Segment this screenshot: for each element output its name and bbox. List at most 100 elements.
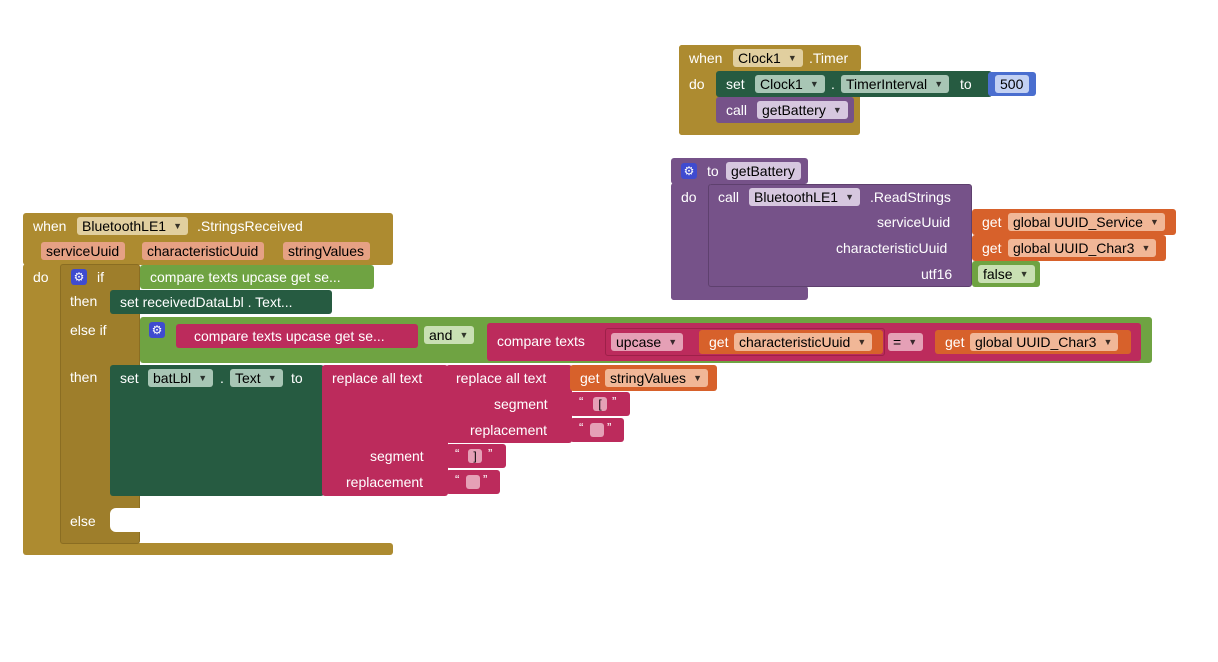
collapsed-set-block[interactable] <box>110 290 332 314</box>
clock-footer <box>679 123 860 135</box>
text-field[interactable]: ] <box>468 449 482 463</box>
clock-component-dropdown[interactable]: Clock1▼ <box>733 49 803 67</box>
compare-texts-label: compare texts <box>497 333 585 349</box>
procedure-dropdown[interactable]: getBattery▼ <box>757 101 848 119</box>
inner-replace-all-block[interactable] <box>446 365 572 443</box>
property-dropdown[interactable]: TimerInterval ▼ <box>841 75 950 93</box>
text-property-dropdown[interactable]: Text ▼ <box>230 369 283 387</box>
replacement-label: replacement <box>470 422 548 438</box>
procedure-body-rail <box>671 183 711 300</box>
number-field[interactable]: 500 <box>995 75 1030 93</box>
empty-text-field[interactable] <box>590 423 604 437</box>
get-keyword: get <box>709 334 729 350</box>
set-keyword: set <box>120 370 139 386</box>
variable-label: global UUID_Char3 <box>975 334 1097 350</box>
segment-label: segment <box>370 448 424 464</box>
boolean-dropdown[interactable]: false ▼ <box>978 265 1035 283</box>
variable-dropdown[interactable]: stringValues ▼ <box>605 369 709 387</box>
dropdown-arrow-icon: ▼ <box>934 79 944 89</box>
outer-replace-all-block[interactable] <box>322 365 448 496</box>
collapsed-compare-block-2[interactable] <box>176 324 418 348</box>
dropdown-arrow-icon: ▼ <box>198 373 208 383</box>
dot-separator: . <box>220 370 224 386</box>
variable-dropdown[interactable]: global UUID_Char3 ▼ <box>970 333 1119 351</box>
when-keyword: when <box>689 50 723 66</box>
dropdown-arrow-icon: ▼ <box>832 105 842 115</box>
variable-dropdown[interactable]: characteristicUuid ▼ <box>734 333 873 351</box>
quote-open: “ <box>455 472 460 487</box>
dropdown-arrow-icon: ▼ <box>173 221 183 231</box>
dropdown-arrow-icon: ▼ <box>459 330 469 340</box>
upcase-dropdown[interactable]: upcase ▼ <box>611 333 684 351</box>
and-operator-label: and <box>429 327 453 343</box>
timer-event-label: .Timer <box>809 50 849 66</box>
set-component-label: Clock1 <box>760 76 803 92</box>
ble-component-dropdown[interactable]: BluetoothLE1▼ <box>749 188 861 206</box>
set-batlbl-text-block[interactable] <box>110 365 324 496</box>
dropdown-arrow-icon: ▼ <box>1141 243 1151 253</box>
to-keyword: to <box>291 370 303 386</box>
ble-component-label: BluetoothLE1 <box>82 218 167 234</box>
collapsed-compare-label: compare texts upcase get se... <box>194 328 385 344</box>
gear-icon[interactable]: ⚙ <box>149 322 165 338</box>
replace-all-label: replace all text <box>456 370 547 386</box>
else-empty-slot[interactable] <box>110 508 140 532</box>
batlbl-component-dropdown[interactable]: batLbl▼ <box>148 369 214 387</box>
text-property-label: Text <box>235 370 261 386</box>
get-keyword: get <box>580 370 600 386</box>
quote-close: ” <box>607 420 612 435</box>
variable-label: global UUID_Char3 <box>1013 240 1135 256</box>
quote-open: “ <box>455 446 460 461</box>
set-keyword: set <box>726 76 745 92</box>
param-serviceuuid[interactable]: serviceUuid <box>41 242 126 260</box>
empty-text-field[interactable] <box>466 475 480 489</box>
param-stringvalues[interactable]: stringValues <box>283 242 371 260</box>
dropdown-arrow-icon: ▼ <box>1103 337 1113 347</box>
if-keyword: if <box>97 269 104 285</box>
dropdown-arrow-icon: ▼ <box>809 79 819 89</box>
to-keyword: to <box>960 76 972 92</box>
to-keyword: to <box>707 163 719 179</box>
replace-all-label: replace all text <box>332 370 423 386</box>
collapsed-compare-block[interactable] <box>140 265 374 289</box>
gear-icon[interactable]: ⚙ <box>71 269 87 285</box>
variable-label: characteristicUuid <box>739 334 851 350</box>
then-keyword: then <box>70 369 98 385</box>
dropdown-arrow-icon: ▼ <box>267 373 277 383</box>
dropdown-arrow-icon: ▼ <box>1150 217 1159 227</box>
get-keyword: get <box>982 240 1002 256</box>
segment-label: segment <box>494 396 548 412</box>
text-field[interactable]: [ <box>593 397 607 411</box>
clock-component-label: Clock1 <box>738 50 781 66</box>
variable-dropdown[interactable]: global UUID_Service▼ <box>1008 213 1165 231</box>
dot-separator: . <box>831 76 835 92</box>
upcase-label: upcase <box>616 334 662 350</box>
then-keyword: then <box>70 293 98 309</box>
when-keyword: when <box>33 218 67 234</box>
ble-component-dropdown[interactable]: BluetoothLE1 ▼ <box>77 217 189 235</box>
procedure-footer <box>671 286 808 300</box>
dropdown-arrow-icon: ▼ <box>668 337 678 347</box>
quote-close: ” <box>488 446 493 461</box>
and-operator-dropdown[interactable]: and ▼ <box>424 326 475 344</box>
param-characteristicuuid[interactable]: characteristicUuid <box>142 242 265 260</box>
variable-label: stringValues <box>610 370 687 386</box>
quote-open: “ <box>579 420 584 435</box>
comparison-operator-dropdown[interactable]: =▼ <box>888 333 924 351</box>
collapsed-compare-label: compare texts upcase get se... <box>150 269 341 285</box>
call-keyword: call <box>718 189 740 205</box>
gear-icon[interactable]: ⚙ <box>681 163 697 179</box>
collapsed-set-label: set receivedDataLbl . Text... <box>120 294 293 310</box>
dropdown-arrow-icon: ▼ <box>857 337 867 347</box>
read-strings-method: .ReadStrings <box>870 189 951 205</box>
property-label: TimerInterval <box>846 76 928 92</box>
dropdown-arrow-icon: ▼ <box>1019 269 1029 279</box>
event-body-rail <box>23 264 63 554</box>
variable-dropdown[interactable]: global UUID_Char3 ▼ <box>1008 239 1157 257</box>
strings-received-event-label: .StringsReceived <box>197 218 303 234</box>
param-label-utf16: utf16 <box>921 266 953 282</box>
boolean-label: false <box>983 266 1013 282</box>
procedure-name-field[interactable]: getBattery <box>726 162 801 180</box>
set-component-dropdown[interactable]: Clock1 ▼ <box>755 75 825 93</box>
dropdown-arrow-icon: ▼ <box>693 373 703 383</box>
